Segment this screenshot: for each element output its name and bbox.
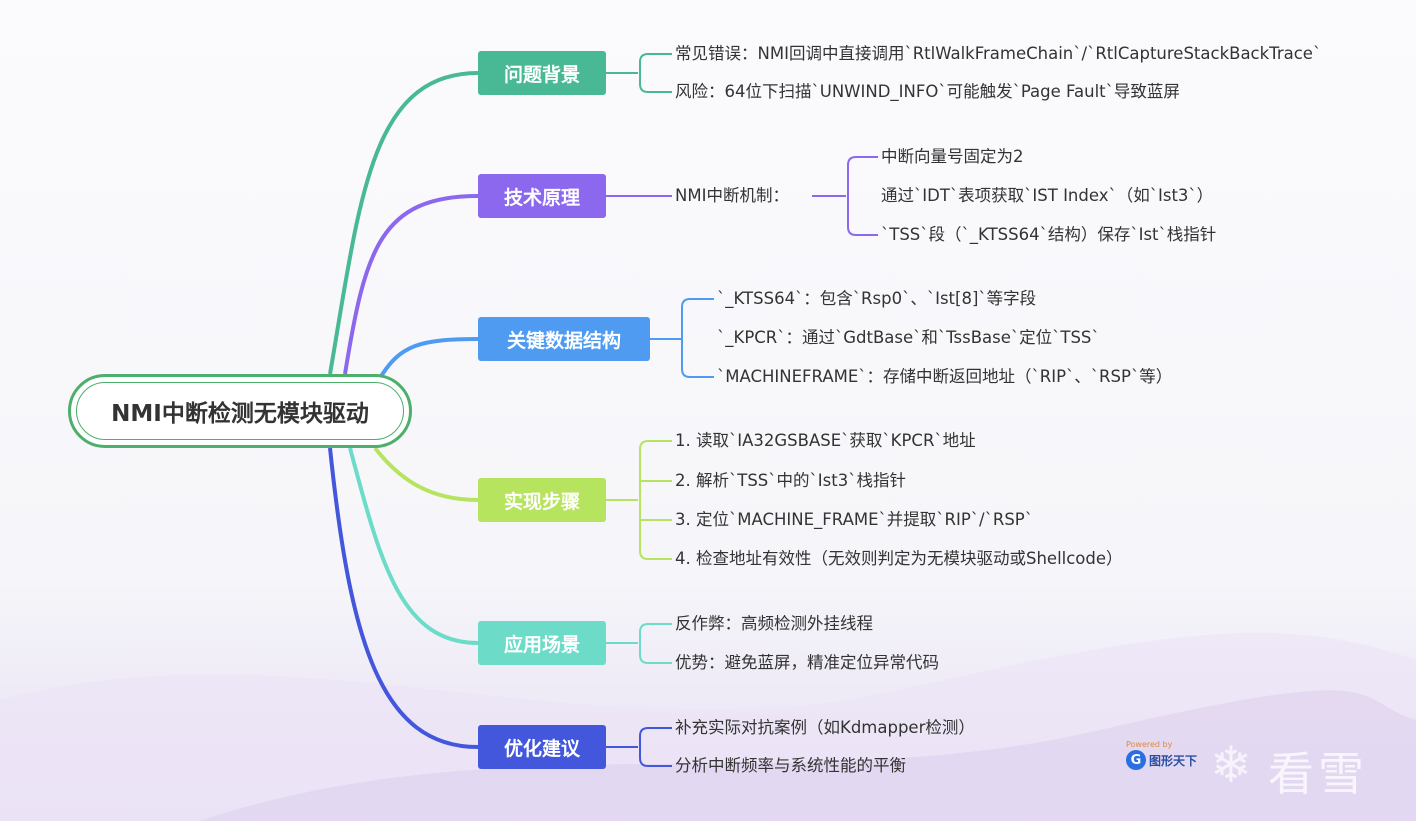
branch-data-structures[interactable]: 关键数据结构 — [478, 317, 650, 361]
leaf-node[interactable]: 风险：64位下扫描`UNWIND_INFO`可能触发`Page Fault`导致… — [675, 82, 1180, 101]
leaf-node[interactable]: `_KTSS64`：包含`Rsp0`、`Ist[8]`等字段 — [717, 289, 1037, 308]
leaf-node[interactable]: 4. 检查地址有效性（无效则判定为无模块驱动或Shellcode） — [675, 549, 1123, 568]
branch-scenarios[interactable]: 应用场景 — [478, 621, 606, 665]
branch-principle[interactable]: 技术原理 — [478, 174, 606, 218]
branch-background[interactable]: 问题背景 — [478, 51, 606, 95]
leaf-node[interactable]: `TSS`段（`_KTSS64`结构）保存`Ist`栈指针 — [881, 225, 1217, 244]
leaf-node[interactable]: 优势：避免蓝屏，精准定位异常代码 — [675, 653, 939, 672]
brand-g-icon: G — [1126, 750, 1146, 770]
leaf-node[interactable]: `MACHINEFRAME`：存储中断返回地址（`RIP`、`RSP`等） — [717, 367, 1173, 386]
site-watermark: 看雪 — [1268, 747, 1368, 801]
powered-by-label: Powered by — [1126, 740, 1173, 749]
leaf-node[interactable]: `_KPCR`：通过`GdtBase`和`TssBase`定位`TSS` — [717, 328, 1100, 347]
leaf-node[interactable]: 反作弊：高频检测外挂线程 — [675, 614, 873, 633]
root-node[interactable]: NMI中断检测无模块驱动 — [68, 374, 412, 448]
leaf-node[interactable]: 常见错误：NMI回调中直接调用`RtlWalkFrameChain`/`RtlC… — [675, 44, 1322, 63]
leaf-node[interactable]: 通过`IDT`表项获取`IST Index`（如`Ist3`） — [881, 186, 1214, 205]
branch-optimization[interactable]: 优化建议 — [478, 725, 606, 769]
sub-node[interactable]: NMI中断机制： — [675, 186, 789, 205]
brand-name: 图形天下 — [1149, 753, 1198, 768]
snowflake-icon: ❄ — [1210, 736, 1252, 794]
leaf-node[interactable]: 分析中断频率与系统性能的平衡 — [675, 756, 906, 775]
leaf-node[interactable]: 2. 解析`TSS`中的`Ist3`栈指针 — [675, 471, 906, 490]
leaf-node[interactable]: 中断向量号固定为2 — [881, 147, 1024, 166]
leaf-node[interactable]: 1. 读取`IA32GSBASE`获取`KPCR`地址 — [675, 431, 976, 450]
leaf-node[interactable]: 3. 定位`MACHINE_FRAME`并提取`RIP`/`RSP` — [675, 510, 1033, 529]
branch-steps[interactable]: 实现步骤 — [478, 478, 606, 522]
root-title: NMI中断检测无模块驱动 — [111, 401, 369, 427]
leaf-node[interactable]: 补充实际对抗案例（如Kdmapper检测） — [675, 718, 975, 737]
